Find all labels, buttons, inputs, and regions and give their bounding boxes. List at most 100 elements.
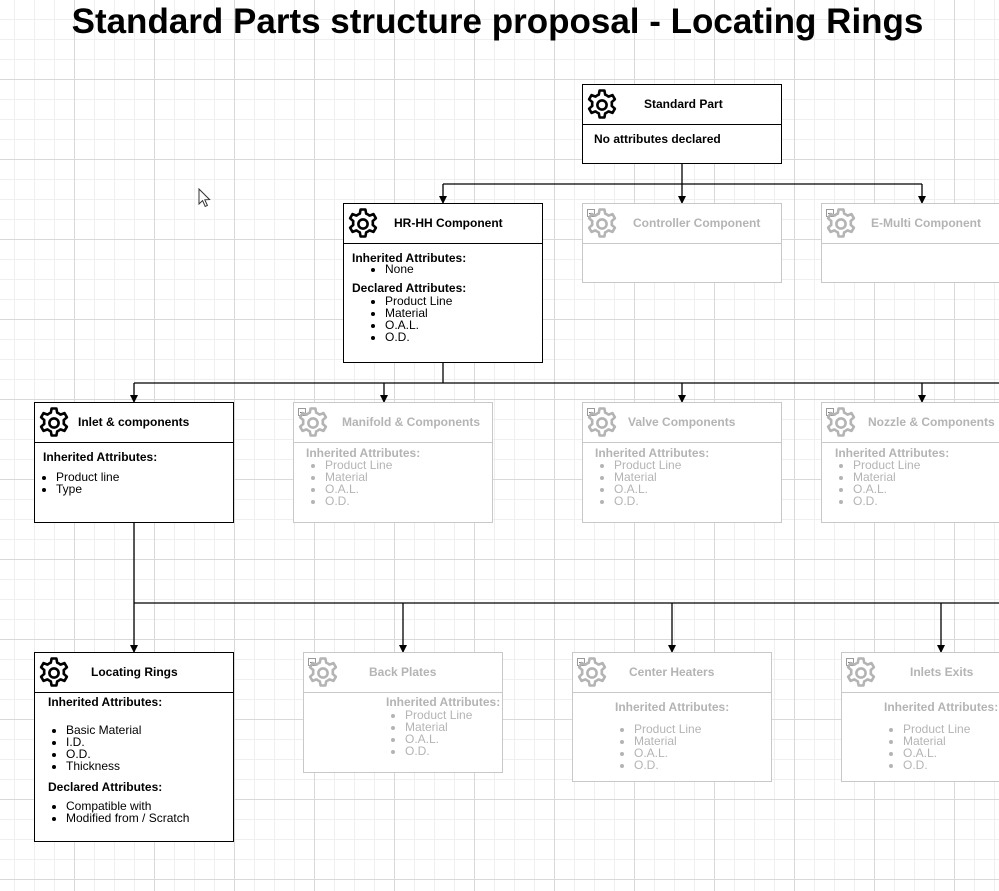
node-header: Center Heaters (573, 653, 771, 693)
inherited-list: Basic Material I.D. O.D. Thickness (52, 724, 141, 772)
list-item: Material (325, 471, 392, 483)
gear-icon (584, 87, 620, 123)
declared-list: Product Line Material O.A.L. O.D. (371, 295, 452, 343)
node-label: Inlets Exits (910, 665, 974, 679)
node-note: No attributes declared (594, 132, 721, 146)
list-item: None (385, 263, 414, 275)
list-item: O.A.L. (853, 483, 920, 495)
node-standard-part[interactable]: Standard Part No attributes declared (582, 84, 782, 164)
list-item: Material (614, 471, 681, 483)
gear-icon (305, 655, 341, 691)
node-manifold-components[interactable]: Manifold & Components Inherited Attribut… (293, 402, 493, 523)
cursor-icon (198, 188, 211, 208)
inherited-heading: Inherited Attributes: (352, 251, 467, 265)
node-valve-components[interactable]: Valve Components Inherited Attributes: P… (582, 402, 782, 523)
list-item: Material (385, 307, 452, 319)
list-item: O.D. (614, 495, 681, 507)
node-label: Standard Part (644, 97, 723, 111)
node-inlet-components[interactable]: Inlet & components Inherited Attributes:… (34, 402, 234, 523)
inherited-list: Product Line Material O.A.L. O.D. (620, 723, 701, 771)
inherited-list: Product Line Material O.A.L. O.D. (889, 723, 970, 771)
diagram-title: Standard Parts structure proposal - Loca… (71, 2, 924, 41)
list-item: O.D. (405, 745, 472, 757)
node-label: E-Multi Component (871, 216, 981, 230)
node-header: Inlets Exits (842, 653, 999, 693)
inherited-heading: Inherited Attributes: (48, 695, 163, 709)
node-nozzle-components[interactable]: Nozzle & Components Inherited Attributes… (821, 402, 999, 523)
inherited-heading: Inherited Attributes: (835, 446, 950, 460)
gear-icon (295, 405, 331, 441)
node-header: Valve Components (583, 403, 781, 443)
node-label: Center Heaters (629, 665, 715, 679)
inherited-heading: Inherited Attributes: (595, 446, 710, 460)
list-item: O.A.L. (614, 483, 681, 495)
node-header: Locating Rings (35, 653, 233, 693)
list-item: Product Line (853, 459, 920, 471)
inherited-list: Product Line Material O.A.L. O.D. (600, 459, 681, 507)
list-item: O.D. (385, 331, 452, 343)
list-item: Product Line (614, 459, 681, 471)
node-e-multi-component[interactable]: E-Multi Component (821, 203, 999, 283)
gear-icon (574, 655, 610, 691)
node-header: Controller Component (583, 204, 781, 244)
list-item: Modified from / Scratch (66, 812, 189, 824)
list-item: Product Line (325, 459, 392, 471)
inherited-heading: Inherited Attributes: (306, 446, 421, 460)
inherited-list: Product line Type (42, 471, 119, 495)
gear-icon (36, 655, 72, 691)
node-label: Locating Rings (91, 665, 178, 679)
list-item: Material (853, 471, 920, 483)
node-header: Manifold & Components (294, 403, 492, 443)
list-item: O.D. (66, 748, 141, 760)
inherited-list: Product Line Material O.A.L. O.D. (311, 459, 392, 507)
inherited-list: Product Line Material O.A.L. O.D. (391, 709, 472, 757)
list-item: Basic Material (66, 724, 141, 736)
gear-icon (823, 405, 859, 441)
list-item: Material (903, 735, 970, 747)
inherited-heading: Inherited Attributes: (884, 700, 999, 714)
gear-icon (823, 206, 859, 242)
list-item: O.D. (853, 495, 920, 507)
node-label: Manifold & Components (342, 415, 480, 429)
node-label: Back Plates (369, 665, 437, 679)
node-center-heaters[interactable]: Center Heaters Inherited Attributes: Pro… (572, 652, 772, 782)
list-item: O.A.L. (385, 319, 452, 331)
list-item: Type (56, 483, 119, 495)
declared-heading: Declared Attributes: (352, 281, 467, 295)
node-label: HR-HH Component (394, 216, 503, 230)
inherited-list: Product Line Material O.A.L. O.D. (839, 459, 920, 507)
node-header: HR-HH Component (344, 204, 542, 244)
list-item: O.A.L. (325, 483, 392, 495)
list-item: I.D. (66, 736, 141, 748)
node-label: Controller Component (633, 216, 761, 230)
list-item: Compatible with (66, 800, 189, 812)
node-inlets-exits[interactable]: Inlets Exits Inherited Attributes: Produ… (841, 652, 999, 782)
gear-icon (36, 405, 72, 441)
node-controller-component[interactable]: Controller Component (582, 203, 782, 283)
gear-icon (345, 206, 381, 242)
gear-icon (584, 206, 620, 242)
list-item: Product Line (385, 295, 452, 307)
list-item: Product Line (405, 709, 472, 721)
node-header: Back Plates (304, 653, 502, 693)
inherited-list: None (371, 263, 414, 275)
list-item: O.A.L. (634, 747, 701, 759)
declared-list: Compatible with Modified from / Scratch (52, 800, 189, 824)
inherited-heading: Inherited Attributes: (615, 700, 730, 714)
list-item: O.D. (903, 759, 970, 771)
node-label: Nozzle & Components (868, 415, 995, 429)
node-back-plates[interactable]: Back Plates Inherited Attributes: Produc… (303, 652, 503, 773)
gear-icon (584, 405, 620, 441)
node-locating-rings[interactable]: Locating Rings Inherited Attributes: Bas… (34, 652, 234, 842)
node-hr-hh-component[interactable]: HR-HH Component Inherited Attributes: No… (343, 203, 543, 363)
node-header: Standard Part (583, 85, 781, 125)
list-item: O.A.L. (903, 747, 970, 759)
node-label: Inlet & components (78, 415, 190, 429)
list-item: O.D. (634, 759, 701, 771)
node-header: Inlet & components (35, 403, 233, 443)
node-header: Nozzle & Components (822, 403, 999, 443)
list-item: Material (634, 735, 701, 747)
list-item: Thickness (66, 760, 141, 772)
list-item: Product Line (903, 723, 970, 735)
